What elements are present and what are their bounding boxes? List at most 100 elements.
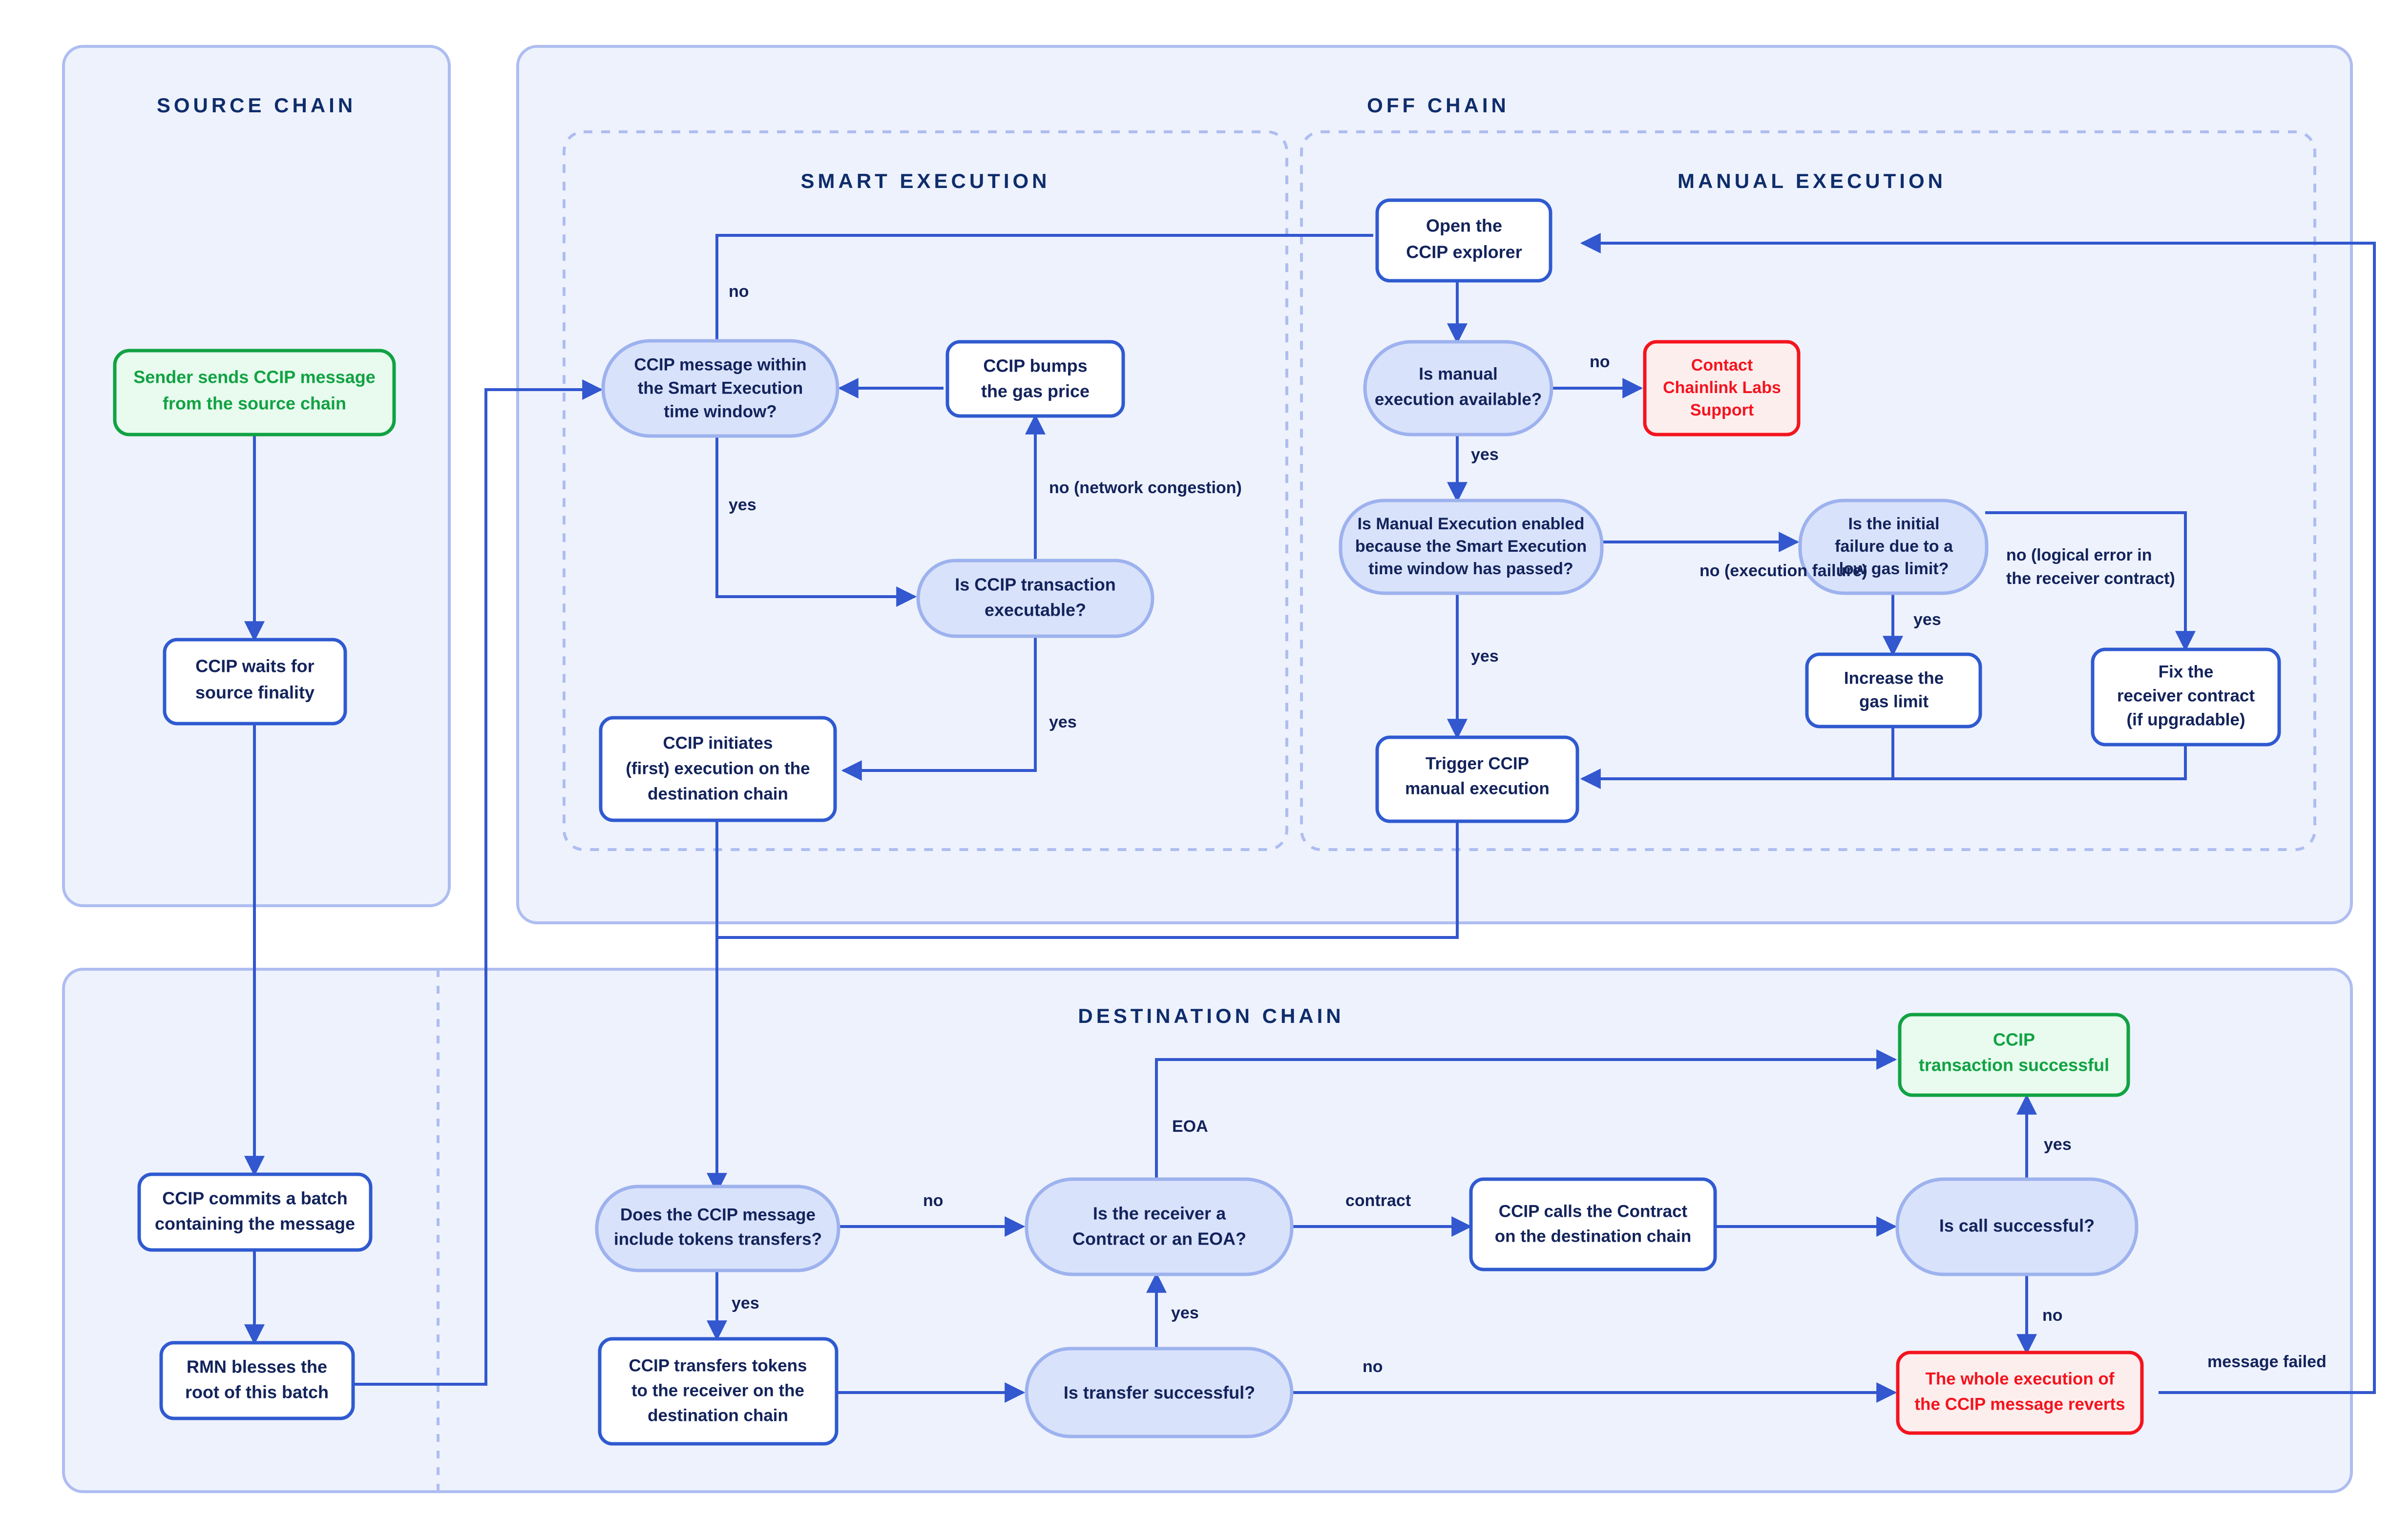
node-tx-executable-line-0: Is CCIP transaction: [955, 575, 1115, 595]
node-manual-enabled-line-2: time window has passed?: [1368, 560, 1573, 578]
node-manual-available[interactable]: Is manual execution available?: [1363, 340, 1553, 437]
label-call-yes: yes: [2044, 1135, 2072, 1154]
node-waits-finality-line-0: CCIP waits for: [195, 656, 314, 676]
node-calls-contract[interactable]: CCIP calls the Contract on the destinati…: [1469, 1177, 1717, 1271]
node-rmn-blesses-line-1: root of this batch: [185, 1382, 329, 1402]
node-transfers-tokens-line-2: destination chain: [648, 1406, 788, 1425]
node-transfer-successful-line-0: Is transfer successful?: [1064, 1383, 1255, 1403]
node-manual-available-line-0: Is manual: [1419, 364, 1497, 383]
node-receiver-type[interactable]: Is the receiver a Contract or an EOA?: [1025, 1177, 1294, 1276]
label-transfer-yes: yes: [1171, 1304, 1199, 1322]
label-receiver-eoa: EOA: [1172, 1117, 1208, 1136]
node-reverts-line-0: The whole execution of: [1926, 1369, 2115, 1388]
label-enabled-yes: yes: [1471, 647, 1499, 666]
node-rmn-blesses-line-0: RMN blesses the: [187, 1357, 327, 1377]
node-within-window-line-2: time window?: [664, 402, 776, 421]
node-trigger-manual-line-1: manual execution: [1405, 779, 1550, 798]
node-contact-support-line-1: Chainlink Labs: [1663, 378, 1781, 397]
node-initiates-execution-line-0: CCIP initiates: [663, 733, 773, 752]
edge-labels: no yes no (network congestion) yes no ye…: [729, 282, 2327, 1376]
panel-title-off-chain: OFF CHAIN: [1367, 94, 1510, 117]
node-transfer-successful[interactable]: Is transfer successful?: [1025, 1347, 1294, 1438]
panel-title-source-chain: SOURCE CHAIN: [157, 94, 356, 117]
node-sender-sends[interactable]: Sender sends CCIP message from the sourc…: [113, 349, 396, 437]
node-initiates-execution[interactable]: CCIP initiates (first) execution on the …: [599, 716, 837, 822]
label-available-yes: yes: [1471, 445, 1499, 464]
node-initiates-execution-line-1: (first) execution on the: [626, 759, 810, 778]
label-window-yes: yes: [729, 496, 756, 514]
node-transfers-tokens-line-0: CCIP transfers tokens: [629, 1356, 807, 1375]
node-initial-failure-line-0: Is the initial: [1848, 515, 1939, 533]
node-call-successful[interactable]: Is call successful?: [1895, 1177, 2139, 1276]
edge-window-no-up: [715, 234, 1373, 390]
node-calls-contract-line-1: on the destination chain: [1495, 1227, 1692, 1246]
node-sender-sends-line-1: from the source chain: [163, 394, 346, 414]
node-tx-executable-line-1: executable?: [985, 600, 1086, 620]
edges: [244, 233, 2376, 1403]
edge-executable-yes: [841, 636, 1037, 781]
node-trigger-manual-line-0: Trigger CCIP: [1426, 754, 1529, 773]
node-increase-gas-line-0: Increase the: [1844, 668, 1944, 687]
edge-receiver-eoa: [1155, 1049, 1897, 1179]
label-message-failed: message failed: [2207, 1353, 2327, 1371]
node-manual-enabled[interactable]: Is Manual Execution enabled because the …: [1339, 499, 1604, 595]
node-initial-failure-line-2: low gas limit?: [1839, 560, 1949, 578]
node-commits-batch-line-0: CCIP commits a batch: [162, 1188, 347, 1208]
node-initial-failure-line-1: failure due to a: [1835, 537, 1953, 556]
node-includes-tokens-line-1: include tokens transfers?: [614, 1229, 822, 1249]
label-call-no: no: [2042, 1306, 2063, 1325]
node-trigger-manual[interactable]: Trigger CCIP manual execution: [1375, 735, 1579, 823]
node-tx-successful[interactable]: CCIP transaction successful: [1898, 1013, 2130, 1097]
node-manual-enabled-line-0: Is Manual Execution enabled: [1358, 515, 1585, 533]
node-bumps-gas[interactable]: CCIP bumps the gas price: [945, 340, 1125, 418]
label-failure-no-line-0: no (logical error in: [2006, 546, 2152, 564]
label-receiver-contract: contract: [1345, 1191, 1411, 1210]
node-transfers-tokens-line-1: to the receiver on the: [631, 1381, 804, 1400]
node-open-explorer-line-0: Open the: [1426, 216, 1502, 236]
node-transfers-tokens[interactable]: CCIP transfers tokens to the receiver on…: [598, 1337, 839, 1446]
node-tx-successful-line-1: transaction successful: [1919, 1055, 2109, 1075]
node-waits-finality-line-1: source finality: [195, 683, 315, 703]
label-failure-no-line-1: the receiver contract): [2006, 569, 2175, 588]
node-commits-batch[interactable]: CCIP commits a batch containing the mess…: [137, 1172, 373, 1252]
node-fix-receiver-line-0: Fix the: [2159, 662, 2214, 681]
edge-reverts-to-explorer: [1580, 233, 2376, 1394]
label-transfer-no: no: [1363, 1357, 1383, 1376]
panel-manual-execution: MANUAL EXECUTION: [1300, 130, 2316, 851]
node-contact-support-line-0: Contact: [1691, 356, 1753, 375]
label-tokens-yes: yes: [732, 1294, 759, 1312]
node-initial-failure[interactable]: Is the initial failure due to a low gas …: [1798, 499, 1989, 595]
node-fix-receiver[interactable]: Fix the receiver contract (if upgradable…: [2091, 647, 2281, 747]
node-initiates-execution-line-2: destination chain: [648, 784, 788, 803]
node-manual-enabled-line-1: because the Smart Execution: [1355, 537, 1587, 556]
node-bumps-gas-line-1: the gas price: [981, 381, 1090, 401]
node-waits-finality[interactable]: CCIP waits for source finality: [163, 638, 347, 726]
edge-window-yes: [715, 426, 917, 607]
node-within-window[interactable]: CCIP message within the Smart Execution …: [601, 339, 839, 438]
node-rmn-blesses[interactable]: RMN blesses the root of this batch: [159, 1341, 355, 1420]
node-receiver-type-line-0: Is the receiver a: [1093, 1204, 1226, 1224]
node-increase-gas[interactable]: Increase the gas limit: [1805, 652, 1982, 728]
node-contact-support[interactable]: Contact Chainlink Labs Support: [1643, 340, 1801, 437]
node-contact-support-line-2: Support: [1690, 401, 1754, 419]
node-tx-successful-line-0: CCIP: [1993, 1030, 2035, 1050]
node-includes-tokens[interactable]: Does the CCIP message include tokens tra…: [595, 1185, 840, 1272]
node-commits-batch-line-1: containing the message: [155, 1214, 355, 1234]
node-open-explorer-line-1: CCIP explorer: [1406, 242, 1522, 262]
node-tx-executable[interactable]: Is CCIP transaction executable?: [916, 559, 1154, 638]
node-open-explorer[interactable]: Open the CCIP explorer: [1375, 198, 1552, 283]
edge-rmn-to-window: [353, 379, 603, 1386]
label-executable-no: no (network congestion): [1049, 479, 1242, 497]
label-enabled-no: no (execution failure): [1699, 562, 1867, 580]
node-manual-available-line-1: execution available?: [1375, 390, 1542, 409]
panel-title-manual-execution: MANUAL EXECUTION: [1678, 169, 1946, 192]
panel-title-smart-execution: SMART EXECUTION: [800, 169, 1050, 192]
edge-fix-to-trigger: [1893, 742, 2187, 780]
label-executable-yes: yes: [1049, 713, 1077, 731]
label-failure-yes: yes: [1913, 610, 1941, 629]
label-available-no: no: [1590, 353, 1610, 371]
node-increase-gas-line-1: gas limit: [1859, 692, 1929, 711]
node-reverts[interactable]: The whole execution of the CCIP message …: [1896, 1351, 2144, 1435]
